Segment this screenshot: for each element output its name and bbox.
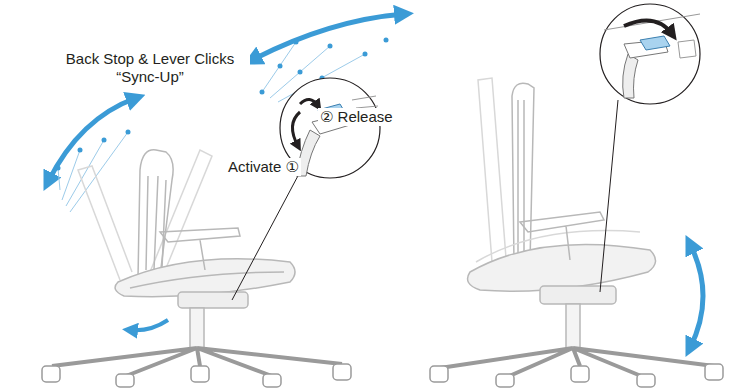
leader-line: [232, 172, 300, 300]
leader-line: [600, 100, 618, 292]
lever-inset: [600, 4, 700, 104]
motion-arrow: [252, 14, 404, 60]
tilt-arrow: [130, 320, 168, 330]
height-arrow: [690, 244, 703, 348]
right-chair: [430, 78, 723, 387]
callout-label: Back Stop & Lever Clicks “Sync-Up”: [50, 50, 250, 86]
action-label: Activate ①: [226, 158, 301, 176]
left-chair: [42, 150, 351, 387]
action-label: ② Release: [318, 108, 395, 126]
